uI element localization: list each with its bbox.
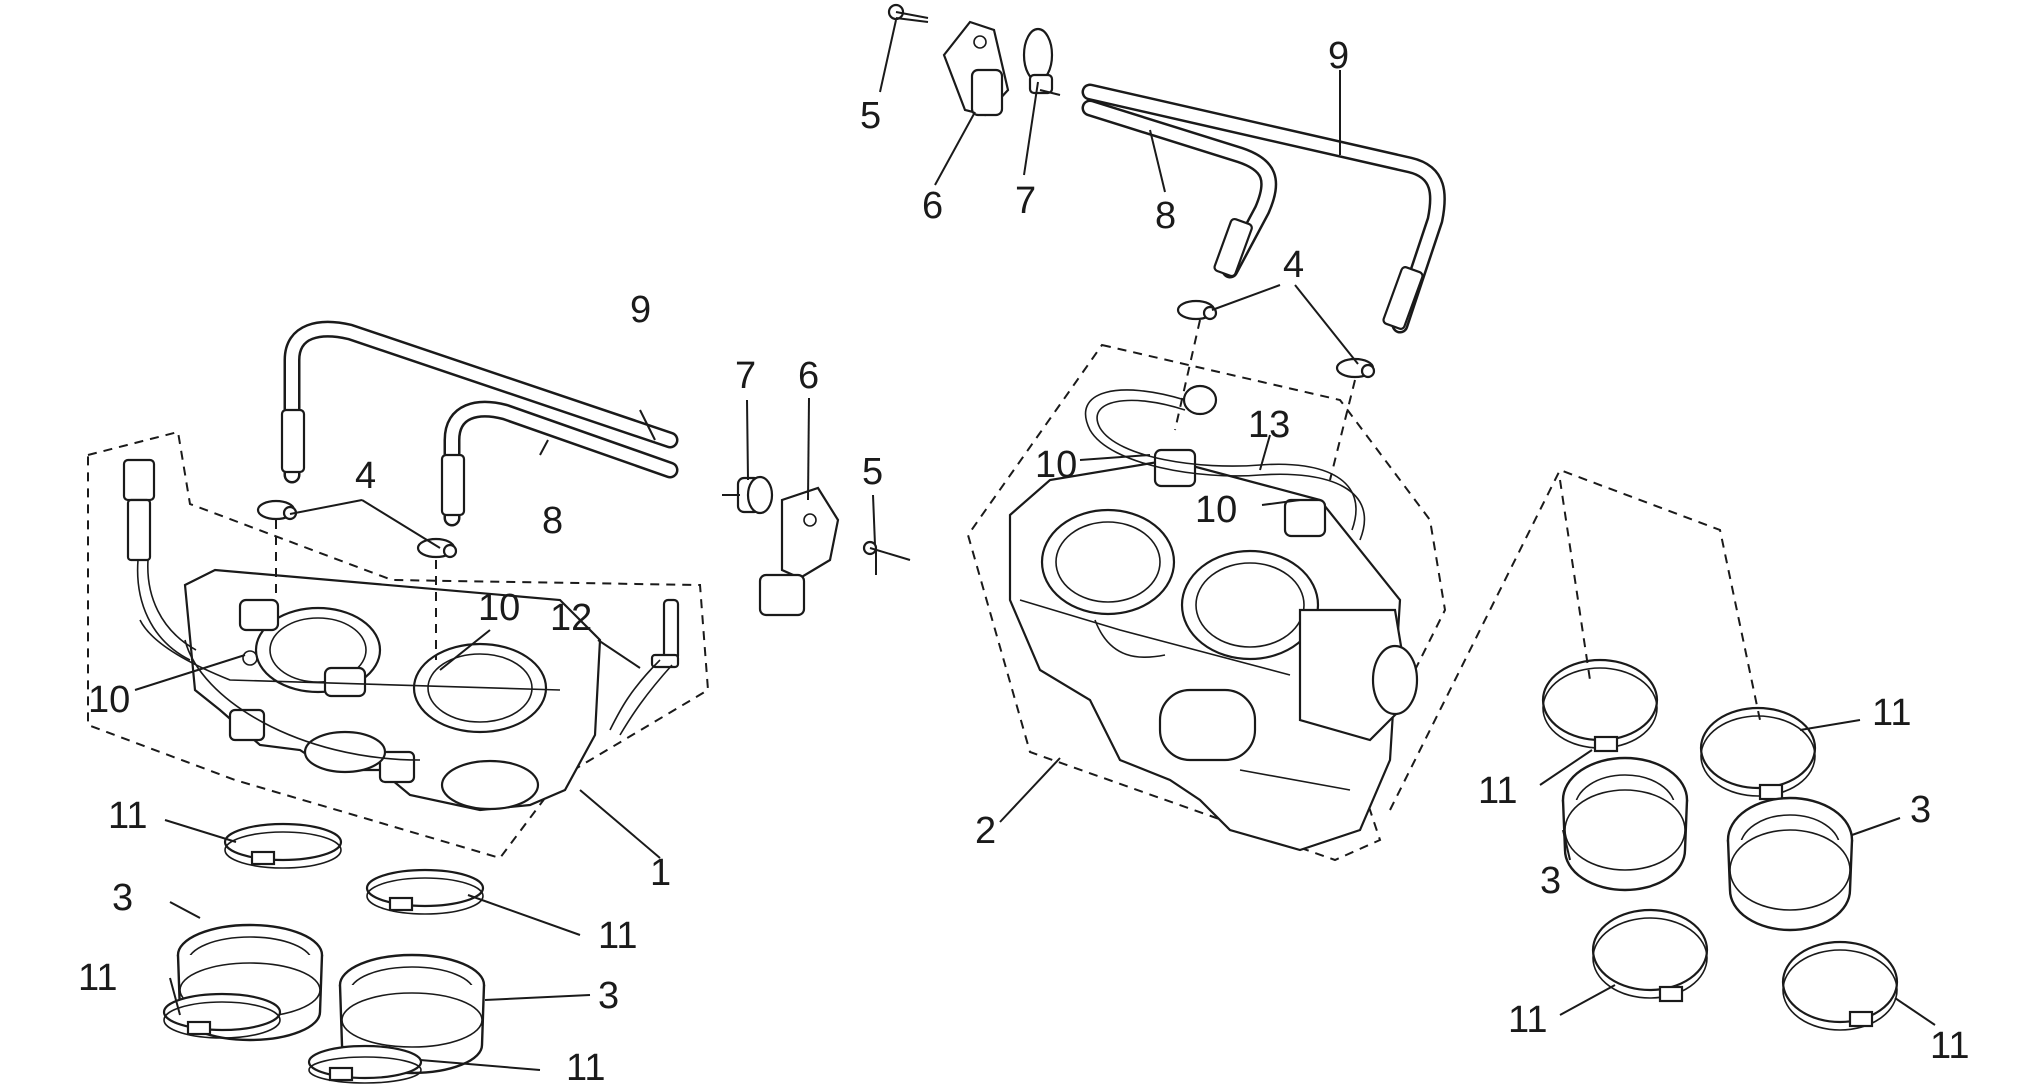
hose-8-right: [1081, 99, 1278, 279]
band-clamp-11-b: [365, 868, 485, 915]
label-band-clamp-right-a: 11: [1478, 770, 1517, 812]
map-sensor-6-right: [942, 20, 1010, 117]
band-clamp-11-e: [1541, 658, 1659, 753]
intake-manifold-3-c: [1561, 756, 1689, 892]
label-vacuum-fitting-right-a: 10: [1035, 444, 1077, 486]
hose-8-left: [440, 400, 679, 527]
intake-manifold-3-d: [1726, 796, 1854, 932]
left-assembly: 1 9 8 4 7 6 5 10 10 12 11 11 11 11 3 3: [78, 289, 911, 1086]
throttle-body-2-outline: [966, 343, 1447, 862]
band-clamp-11-h: [1781, 940, 1899, 1031]
throttle-body-2: [1008, 448, 1419, 852]
right-assembly: 5 6 7 8 9 4 2 10 10 13 11 11 11 11 3 3: [860, 3, 1969, 1067]
hose-clip-4-a: [256, 499, 298, 521]
label-vacuum-fitting-right-b: 10: [1195, 489, 1237, 531]
label-intake-manifold-left-b: 3: [598, 975, 619, 1017]
label-vacuum-fitting-left-b: 10: [88, 679, 130, 721]
label-sensor-seal-left: 7: [735, 355, 756, 397]
hose-clip-4-c: [1176, 299, 1218, 321]
map-sensor-6-left: [758, 486, 840, 617]
fuel-connector-left: [122, 458, 197, 661]
label-throttle-body-right: 2: [975, 810, 996, 852]
band-clamp-11-c: [162, 992, 282, 1039]
label-intake-manifold-right-b: 3: [1910, 789, 1931, 831]
label-hose-long-right: 9: [1328, 35, 1349, 77]
hose-9-right: [1081, 83, 1446, 334]
label-band-clamp-left-a: 11: [108, 795, 147, 837]
band-clamp-11-a: [223, 822, 343, 869]
screw-5-left: [862, 540, 911, 575]
hose-9-left: [280, 320, 679, 484]
fuel-hose-12-part: [609, 598, 680, 736]
hose-clip-4-b: [416, 537, 458, 559]
label-band-clamp-right-b: 11: [1872, 692, 1911, 734]
label-map-sensor-left: 6: [798, 355, 819, 397]
label-fuel-hose-left: 12: [550, 597, 592, 639]
band-clamp-11-f: [1699, 706, 1817, 801]
label-clamp-left: 4: [355, 455, 376, 497]
band-clamp-11-g: [1591, 908, 1709, 1003]
label-intake-manifold-left-a: 3: [112, 877, 133, 919]
sensor-seal-7-right: [1022, 27, 1061, 96]
label-screw-left: 5: [862, 451, 883, 493]
label-throttle-body-left: 1: [650, 852, 671, 894]
connecting-hose-13-part: [1084, 384, 1366, 541]
label-band-clamp-right-c: 11: [1508, 999, 1547, 1041]
screw-5-right: [887, 3, 929, 23]
label-connecting-hose-right: 13: [1248, 404, 1290, 446]
label-screw-right: 5: [860, 95, 881, 137]
throttle-body-1-outline: [87, 430, 710, 860]
label-band-clamp-right-d: 11: [1930, 1025, 1969, 1067]
band-clamp-11-d: [307, 1044, 423, 1084]
label-hose-long-left: 9: [630, 289, 651, 331]
sensor-seal-7-left: [722, 475, 774, 515]
label-clamp-right: 4: [1283, 244, 1304, 286]
label-map-sensor-right: 6: [922, 185, 943, 227]
label-band-clamp-left-b: 11: [598, 915, 637, 957]
throttle-body-1: [139, 568, 602, 812]
label-hose-short-left: 8: [542, 500, 563, 542]
label-intake-manifold-right-a: 3: [1540, 860, 1561, 902]
label-band-clamp-left-d: 11: [566, 1047, 605, 1086]
label-sensor-seal-right: 7: [1015, 180, 1036, 222]
hose-clip-4-d: [1335, 357, 1376, 379]
label-vacuum-fitting-left-a: 10: [478, 587, 520, 629]
label-band-clamp-left-c: 11: [78, 957, 117, 999]
label-hose-short-right: 8: [1155, 195, 1176, 237]
